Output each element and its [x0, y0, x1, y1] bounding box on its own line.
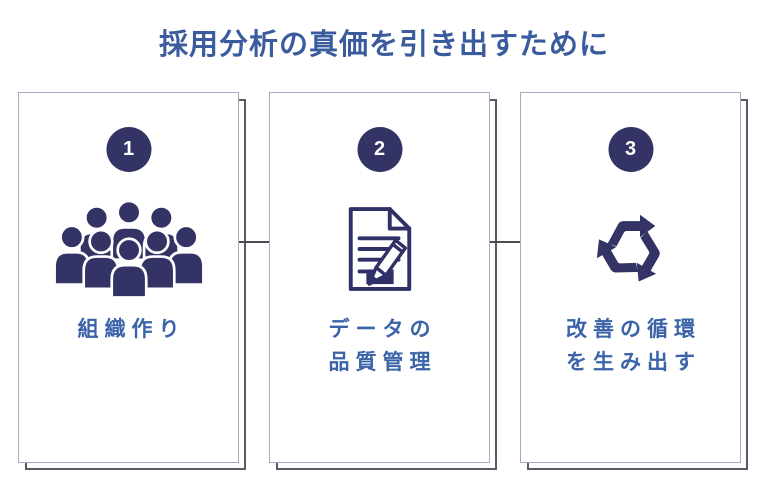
step-card-3: 3 改善の循環 を生み出す — [520, 92, 741, 463]
step-number: 1 — [122, 138, 135, 160]
step-number-badge: 3 — [608, 127, 653, 172]
step-label: 組織作り — [77, 318, 186, 341]
connector-line — [470, 241, 546, 243]
step-card-1: 1 — [18, 92, 239, 463]
people-group-icon — [19, 193, 238, 305]
step-number-badge: 2 — [357, 127, 402, 172]
step-number-badge: 1 — [106, 127, 151, 172]
step-label: データの 品質管理 — [328, 318, 437, 374]
step-number: 3 — [624, 138, 637, 160]
step-label: 改善の循環 を生み出す — [566, 318, 701, 374]
step-card-2: 2 — [269, 92, 490, 463]
connector-line — [218, 241, 294, 243]
step-number: 2 — [373, 138, 386, 160]
recycle-icon — [521, 193, 740, 305]
document-pencil-icon — [270, 193, 489, 305]
page-title: 採用分析の真価を引き出すために — [158, 29, 609, 61]
